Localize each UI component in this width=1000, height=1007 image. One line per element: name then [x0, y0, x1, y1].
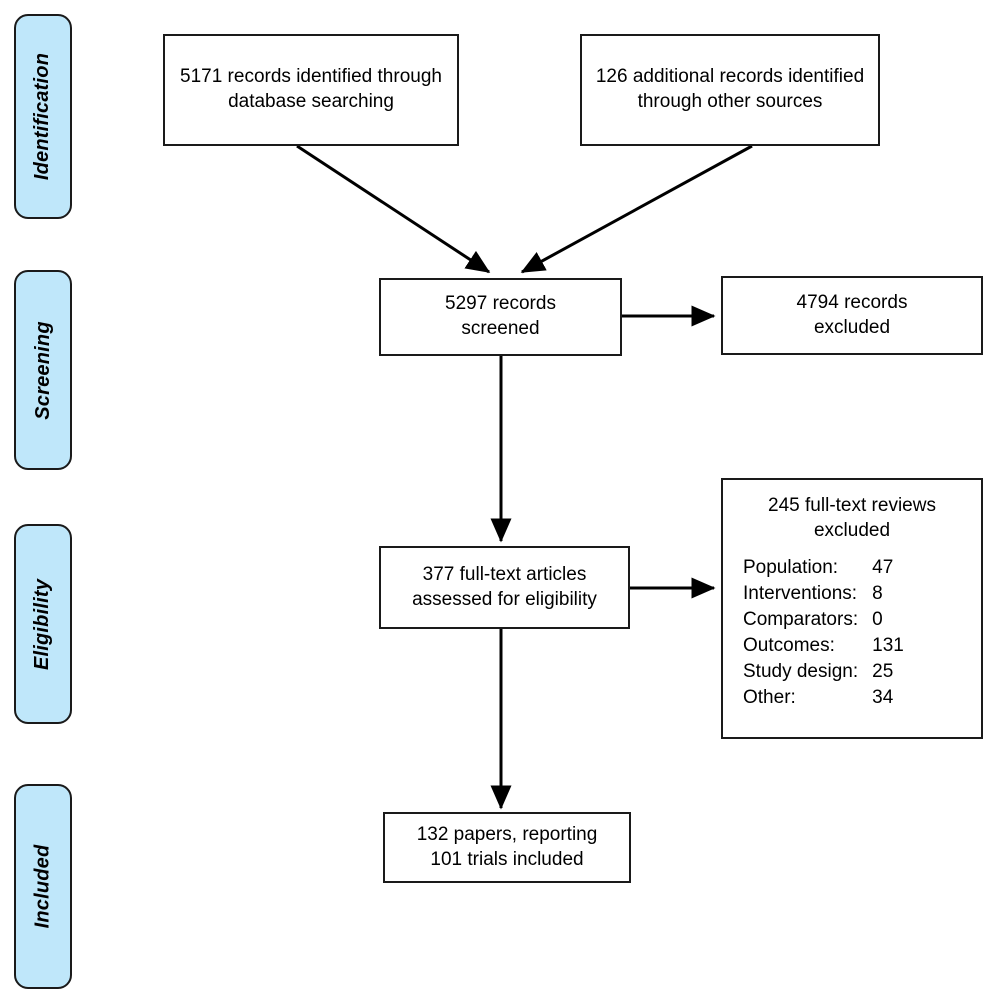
exclusion-reason-label: Other:	[743, 686, 796, 708]
stage-pill-screening: Screening	[14, 270, 72, 470]
arrow-other-to-screened	[520, 144, 753, 274]
box-fulltext-excluded-heading: 245 full-text reviews excluded	[768, 495, 936, 541]
stage-pill-included: Included	[14, 784, 72, 989]
box-records-screened: 5297 records screened	[379, 278, 622, 356]
exclusion-reason-list: Population: 47 Interventions: 8 Comparat…	[743, 555, 914, 710]
exclusion-reason-count: 8	[872, 583, 883, 605]
box-included-studies: 132 papers, reporting 101 trials include…	[383, 812, 631, 883]
box-database-records: 5171 records identified through database…	[163, 34, 459, 146]
stage-label-identification: Identification	[31, 52, 54, 181]
exclusion-reason-row: Study design: 25	[743, 659, 914, 685]
exclusion-reason-label: Study design:	[743, 660, 859, 682]
exclusion-reason-row: Other: 34	[743, 685, 914, 711]
exclusion-reason-count: 34	[872, 686, 894, 708]
stage-pill-identification: Identification	[14, 14, 72, 219]
box-records-excluded: 4794 records excluded	[721, 276, 983, 355]
box-included-studies-text: 132 papers, reporting 101 trials include…	[416, 823, 598, 870]
exclusion-reason-count: 0	[872, 609, 883, 631]
box-fulltext-assessed: 377 full-text articles assessed for elig…	[379, 546, 630, 629]
exclusion-reason-count: 25	[872, 660, 894, 682]
exclusion-reason-label: Population:	[743, 557, 839, 579]
exclusion-reason-count: 47	[872, 557, 894, 579]
stage-pill-eligibility: Eligibility	[14, 524, 72, 724]
box-fulltext-assessed-text: 377 full-text articles assessed for elig…	[412, 563, 597, 610]
stage-label-screening: Screening	[31, 320, 54, 420]
exclusion-reason-row: Population: 47	[743, 555, 914, 581]
box-database-records-text: 5171 records identified through database…	[180, 66, 442, 112]
box-other-records: 126 additional records identified throug…	[580, 34, 880, 146]
box-records-excluded-text: 4794 records excluded	[796, 291, 908, 338]
exclusion-reason-label: Outcomes:	[743, 634, 835, 656]
exclusion-reason-count: 131	[872, 634, 904, 656]
box-fulltext-excluded: 245 full-text reviews excluded Populatio…	[721, 478, 983, 739]
exclusion-reason-row: Outcomes: 131	[743, 633, 914, 659]
arrow-database-to-screened	[296, 144, 491, 274]
exclusion-reason-label: Interventions:	[743, 583, 858, 605]
exclusion-reason-row: Comparators: 0	[743, 607, 914, 633]
stage-label-eligibility: Eligibility	[31, 578, 54, 670]
exclusion-reason-row: Interventions: 8	[743, 581, 914, 607]
exclusion-reason-label: Comparators:	[743, 609, 859, 631]
box-records-screened-text: 5297 records screened	[445, 293, 556, 339]
stage-label-included: Included	[31, 844, 54, 929]
box-other-records-text: 126 additional records identified throug…	[595, 66, 865, 112]
